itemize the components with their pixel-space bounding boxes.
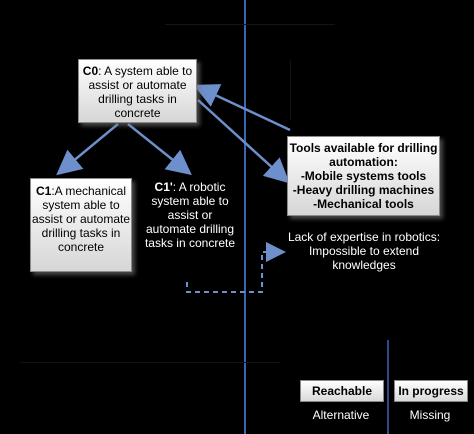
tools-title: Tools available for drilling automation:: [289, 141, 438, 169]
faint-bottom-text: [20, 362, 280, 415]
legend-missing: Missing: [409, 408, 451, 422]
node-c1-text: :A mechanical system able to assist or a…: [31, 184, 131, 254]
tools-item: -Heavy drilling machines: [292, 183, 435, 197]
node-c1-code: C1: [35, 184, 52, 198]
legend-reachable: Reachable: [300, 380, 384, 402]
node-c0-code: C0: [82, 64, 99, 78]
faint-header-text: [165, 10, 335, 25]
node-tools: Tools available for drilling automation:…: [287, 136, 440, 216]
node-c1: C1:A mechanical system able to assist or…: [30, 178, 132, 272]
node-lack-expertise: Lack of expertise in robotics: Impossibl…: [287, 230, 441, 272]
legend-alternative: Alternative: [312, 408, 370, 422]
arrow-c0-to-c1p: [127, 123, 192, 176]
tools-item: -Mechanical tools: [313, 197, 414, 211]
node-c1p-code: C1': [154, 180, 173, 194]
arrow-c0-to-c1: [56, 123, 119, 176]
node-c0: C0: A system able to assist or automate …: [78, 59, 197, 123]
arrow-tools-to-c0: [193, 84, 291, 132]
node-c1p: C1': A robotic system able to assist or …: [144, 180, 236, 250]
node-c0-text: : A system able to assist or automate dr…: [88, 64, 193, 120]
legend-in-progress: In progress: [394, 380, 468, 402]
tools-item: -Mobile systems tools: [300, 169, 427, 183]
dashed-arrow-c1p-to-lack: [186, 242, 286, 293]
node-c1p-text: : A robotic system able to assist or aut…: [144, 180, 236, 250]
faint-right-text: [290, 60, 411, 120]
arrow-c0-to-tools: [197, 99, 290, 184]
